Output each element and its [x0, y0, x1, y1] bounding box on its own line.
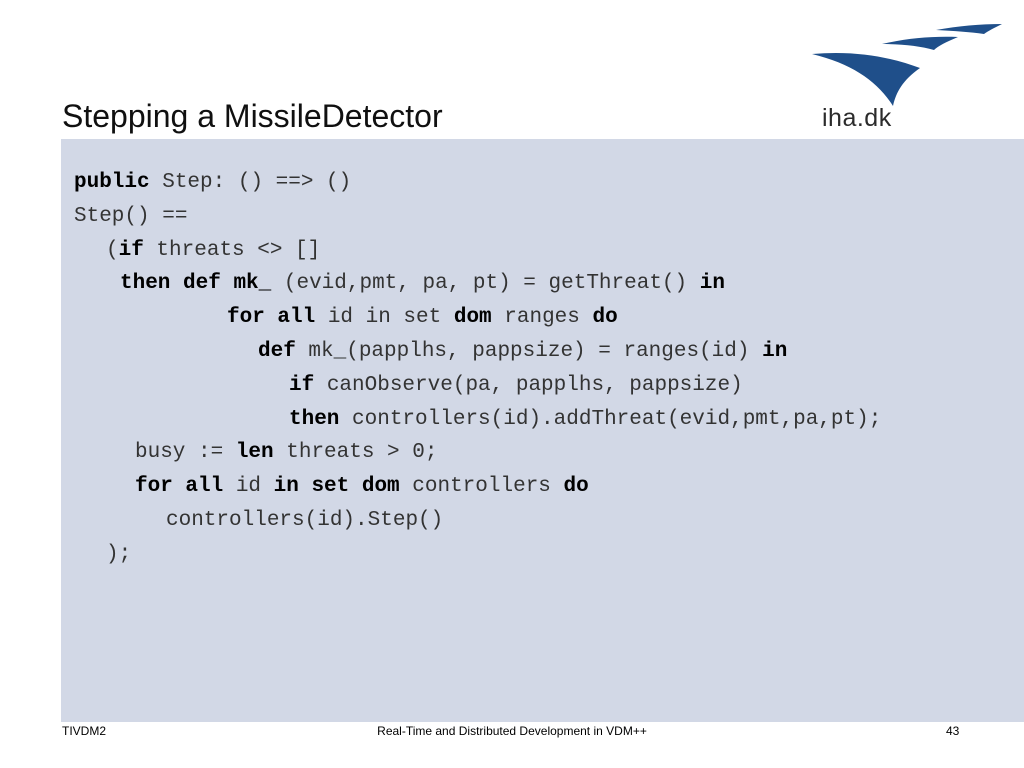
code-text: controllers: [399, 475, 564, 499]
code-keyword: in: [699, 272, 725, 296]
code-keyword: def: [183, 272, 221, 296]
code-keyword: then: [289, 407, 340, 431]
code-keyword: do: [563, 475, 589, 499]
code-line: (if threats <> []: [106, 239, 320, 263]
code-text: (evid,pmt, pa, pt) = getThreat(): [271, 272, 700, 296]
code-line: then def mk_ (evid,pmt, pa, pt) = getThr…: [120, 272, 725, 296]
code-keyword: for all: [135, 475, 224, 499]
code-line: );: [106, 543, 131, 567]
code-text: threats > 0;: [273, 441, 438, 465]
code-keyword: do: [592, 306, 618, 330]
code-keyword: if: [118, 238, 144, 262]
code-keyword: public: [74, 171, 150, 194]
logo-swoosh-icon: [812, 24, 1002, 106]
code-text: ranges: [491, 306, 593, 330]
code-line: def mk_(papplhs, pappsize) = ranges(id) …: [258, 340, 787, 364]
code-text: id: [223, 475, 274, 499]
code-text: threats <> []: [143, 238, 321, 262]
footer-course: TIVDM2: [62, 724, 107, 738]
code-line: busy := len threats > 0;: [135, 441, 437, 465]
code-keyword: def: [258, 340, 296, 363]
code-text: controllers(id).Step(): [166, 509, 444, 532]
code-text: id in set: [315, 306, 454, 330]
code-keyword: mk_: [233, 272, 272, 296]
code-keyword: then: [120, 272, 171, 296]
code-text: Step: () ==> (): [149, 171, 352, 194]
code-line: for all id in set dom ranges do: [227, 306, 618, 330]
code-line: Step() ==: [74, 205, 187, 229]
code-text: );: [106, 542, 132, 566]
code-text: busy :=: [135, 441, 236, 465]
code-keyword: in: [762, 340, 788, 363]
code-text: (: [106, 238, 119, 262]
code-keyword: in set dom: [273, 475, 400, 499]
code-line: public Step: () ==> (): [74, 171, 351, 195]
code-line: then controllers(id).addThreat(evid,pmt,…: [289, 408, 881, 432]
code-text: mk_(papplhs, pappsize) = ranges(id): [295, 340, 763, 363]
slide-title: Stepping a MissileDetector: [62, 98, 443, 134]
footer-page-number: 43: [946, 724, 960, 738]
code-text: canObserve(pa, papplhs, pappsize): [314, 373, 743, 397]
footer-title: Real-Time and Distributed Development in…: [377, 724, 647, 738]
code-line: controllers(id).Step(): [166, 509, 443, 533]
code-text: [221, 272, 234, 295]
iha-logo: iha.dk: [808, 20, 1008, 135]
code-keyword: if: [289, 373, 315, 397]
code-text: [170, 272, 183, 295]
code-panel: [61, 139, 1024, 722]
code-keyword: for all: [227, 306, 316, 330]
logo-text: iha.dk: [822, 104, 892, 132]
code-keyword: dom: [453, 306, 492, 330]
code-text: Step() ==: [74, 204, 188, 228]
code-keyword: len: [235, 441, 274, 465]
code-line: for all id in set dom controllers do: [135, 475, 589, 499]
code-text: controllers(id).addThreat(evid,pmt,pa,pt…: [339, 407, 882, 431]
code-line: if canObserve(pa, papplhs, pappsize): [289, 374, 743, 398]
